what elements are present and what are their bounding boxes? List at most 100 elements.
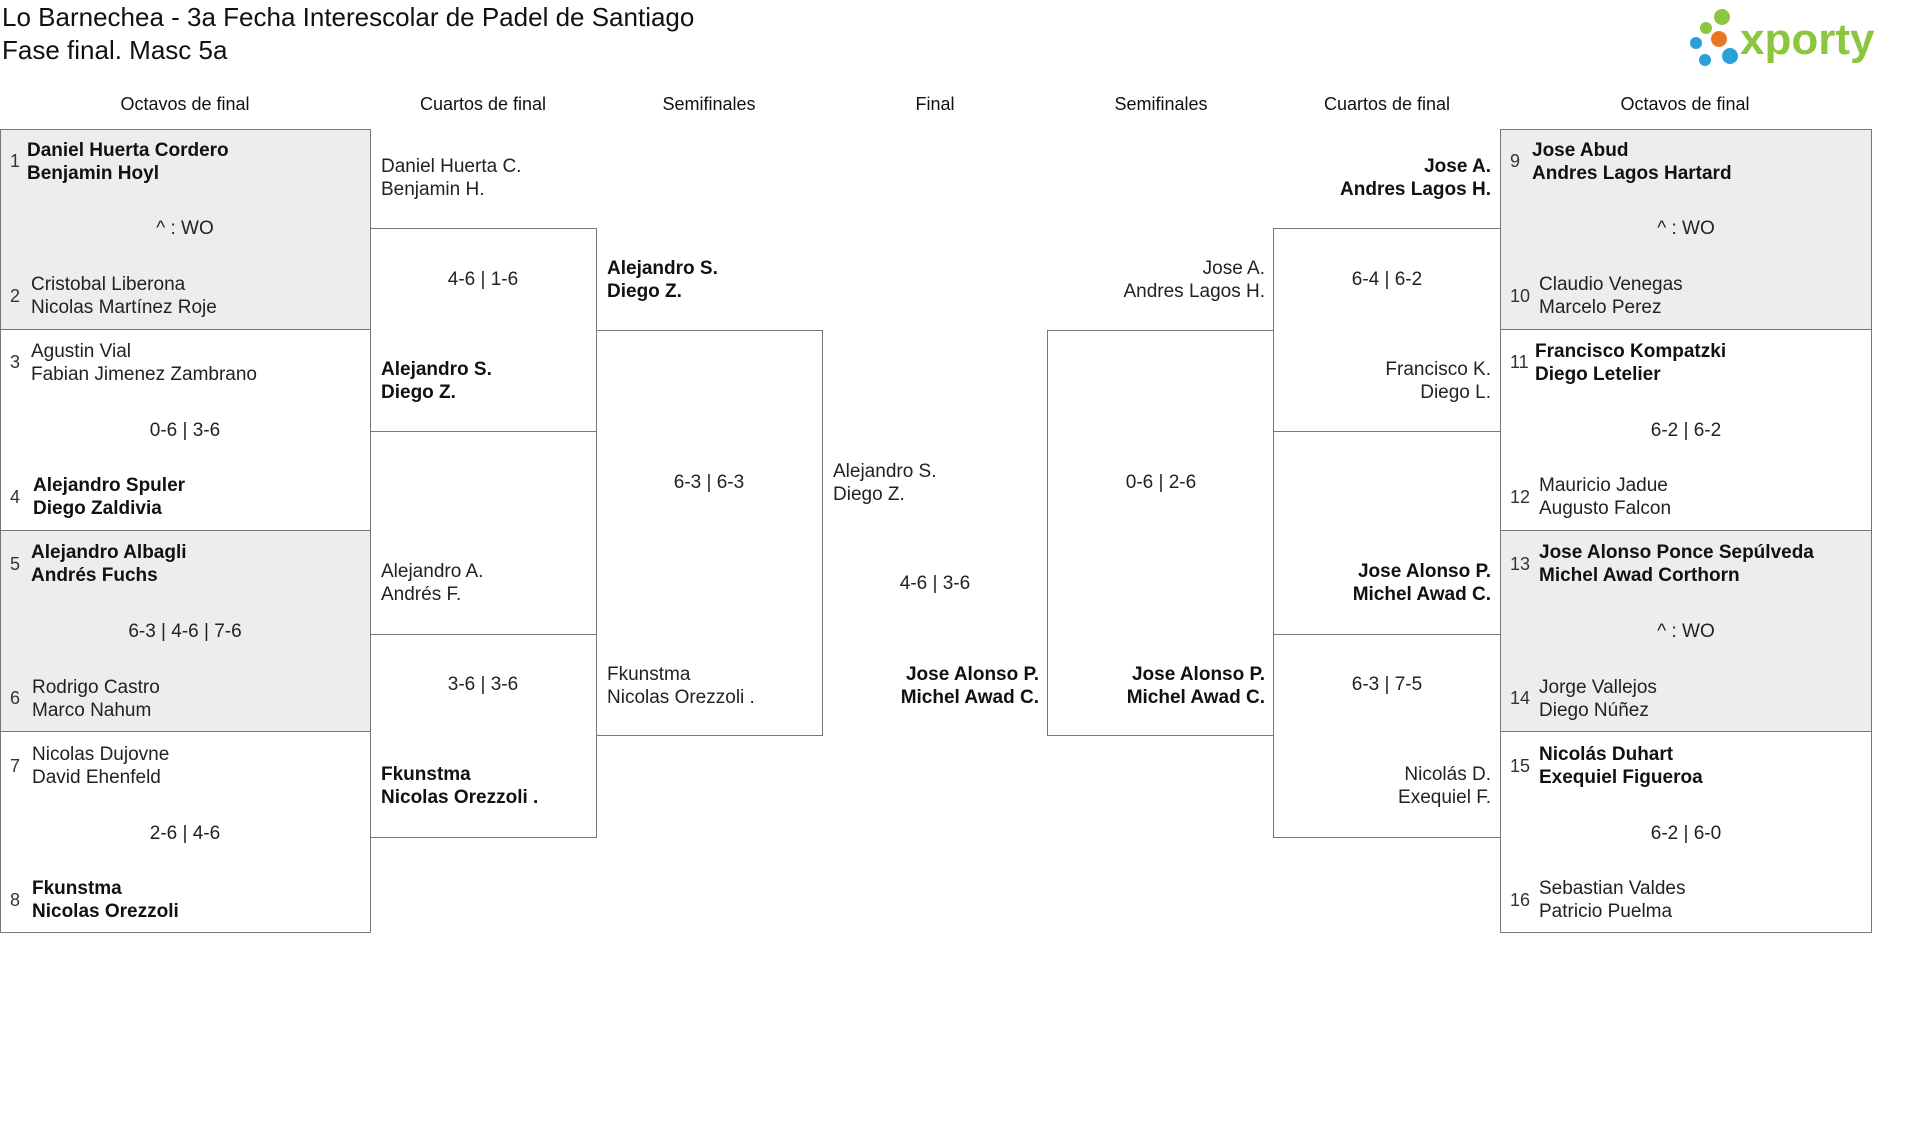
player-name: Diego L. — [1420, 382, 1491, 403]
player-name: Andres Lagos H. — [1340, 179, 1491, 200]
seed-number: 2 — [10, 286, 21, 306]
player-name: Agustin Vial — [31, 341, 131, 362]
col-right-octavos: Octavos de final — [1620, 94, 1750, 114]
col-right-semis: Semifinales — [1114, 94, 1208, 114]
player-name: Jorge Vallejos — [1539, 677, 1657, 698]
seed-number: 14 — [1510, 688, 1531, 708]
player-name: Michel Awad Corthorn — [1539, 565, 1740, 586]
col-left-semis: Semifinales — [662, 94, 756, 114]
match-score: 0-6 | 3-6 — [149, 420, 221, 441]
player-name: Jose A. — [1424, 156, 1491, 177]
player-name: Nicolás D. — [1404, 764, 1491, 785]
player-name: Alejandro Spuler — [33, 475, 186, 496]
match-box-lqf-2[interactable] — [370, 634, 597, 838]
match-score: 6-2 | 6-2 — [1650, 420, 1722, 441]
player-name: Daniel Huerta C. — [381, 156, 522, 177]
player-name: Diego Z. — [607, 281, 682, 302]
player-name: Nicolas Orezzoli — [32, 901, 179, 922]
player-name: Rodrigo Castro — [32, 677, 160, 698]
match-score: 6-3 | 4-6 | 7-6 — [128, 621, 242, 642]
player-name: Jose Alonso P. — [905, 664, 1039, 685]
seed-number: 13 — [1510, 554, 1531, 574]
player-name: Patricio Puelma — [1539, 901, 1673, 922]
player-name: Alejandro S. — [833, 461, 937, 482]
player-name: Diego Zaldivia — [33, 498, 162, 519]
player-name: David Ehenfeld — [32, 767, 161, 788]
player-name: Jose A. — [1202, 258, 1265, 279]
player-name: Exequiel Figueroa — [1539, 767, 1703, 788]
seed-number: 4 — [10, 487, 21, 507]
player-name: Claudio Venegas — [1539, 274, 1683, 295]
match-score: 6-3 | 6-3 — [673, 472, 745, 493]
player-name: Jose Alonso P. — [1131, 664, 1265, 685]
seed-number: 12 — [1510, 487, 1531, 507]
player-name: Michel Awad C. — [1126, 687, 1265, 708]
player-name: Michel Awad C. — [900, 687, 1039, 708]
match-score: ^ : WO — [1657, 218, 1715, 239]
seed-number: 8 — [10, 890, 21, 910]
player-name: Diego Núñez — [1539, 700, 1649, 721]
match-box-r16-4[interactable] — [1500, 731, 1872, 933]
player-name: Andres Lagos H. — [1123, 281, 1265, 302]
match-score: 4-6 | 1-6 — [447, 269, 519, 290]
seed-number: 5 — [10, 554, 21, 574]
col-final: Final — [915, 94, 955, 114]
player-name: Diego Z. — [381, 382, 456, 403]
match-score: 2-6 | 4-6 — [149, 823, 221, 844]
player-name: Fkunstma — [32, 878, 122, 899]
seed-number: 10 — [1510, 286, 1531, 306]
col-left-octavos: Octavos de final — [120, 94, 250, 114]
player-name: Francisco Kompatzki — [1535, 341, 1727, 362]
player-name: Diego Letelier — [1535, 364, 1661, 385]
player-name: Jose Alonso Ponce Sepúlveda — [1539, 542, 1814, 563]
match-score: 6-4 | 6-2 — [1351, 269, 1423, 290]
player-name: Benjamin Hoyl — [27, 163, 159, 184]
match-score: 6-2 | 6-0 — [1650, 823, 1722, 844]
seed-number: 7 — [10, 756, 21, 776]
player-name: Jose Alonso P. — [1357, 561, 1491, 582]
player-name: Nicolas Orezzoli . — [381, 787, 539, 808]
seed-number: 3 — [10, 352, 21, 372]
player-name: Michel Awad C. — [1352, 584, 1491, 605]
player-name: Nicolas Dujovne — [32, 744, 170, 765]
player-name: Fkunstma — [607, 664, 691, 685]
logo-text: xporty — [1740, 15, 1875, 64]
player-name: Diego Z. — [833, 484, 905, 505]
xporty-logo-icon: xporty — [1690, 9, 1875, 66]
match-box-l16-3[interactable] — [0, 530, 371, 732]
xporty-logo[interactable]: xporty — [1682, 6, 1912, 75]
col-left-cuartos: Cuartos de final — [419, 94, 547, 114]
player-name: Andrés Fuchs — [31, 565, 158, 586]
match-score: 3-6 | 3-6 — [447, 674, 519, 695]
match-score: 6-3 | 7-5 — [1351, 674, 1423, 695]
col-right-cuartos: Cuartos de final — [1323, 94, 1451, 114]
seed-number: 15 — [1510, 756, 1531, 776]
player-name: Cristobal Liberona — [31, 274, 186, 295]
player-name: Augusto Falcon — [1539, 498, 1672, 519]
match-score: 0-6 | 2-6 — [1125, 472, 1197, 493]
player-name: Daniel Huerta Cordero — [27, 140, 229, 161]
seed-number: 16 — [1510, 890, 1531, 910]
player-name: Jose Abud — [1532, 140, 1629, 161]
player-name: Andres Lagos Hartard — [1532, 163, 1732, 184]
player-name: Nicolas Orezzoli . — [607, 687, 755, 708]
match-box-lsf[interactable] — [596, 330, 823, 736]
player-name: Fkunstma — [381, 764, 471, 785]
player-name: Sebastian Valdes — [1539, 878, 1686, 899]
match-box-l16-1[interactable] — [0, 129, 371, 330]
player-name: Nicolás Duhart — [1539, 744, 1674, 765]
match-score: ^ : WO — [1657, 621, 1715, 642]
phase-subtitle: Fase final. Masc 5a — [2, 35, 228, 65]
tournament-title: Lo Barnechea - 3a Fecha Interescolar de … — [2, 2, 695, 32]
seed-number: 6 — [10, 688, 21, 708]
match-box-r16-1[interactable] — [1500, 129, 1872, 330]
seed-number: 1 — [10, 151, 21, 171]
match-box-rsf[interactable] — [1047, 330, 1274, 736]
player-name: Mauricio Jadue — [1539, 475, 1668, 496]
player-name: Alejandro A. — [381, 561, 484, 582]
player-name: Marcelo Perez — [1539, 297, 1662, 318]
player-name: Fabian Jimenez Zambrano — [31, 364, 257, 385]
player-name: Andrés F. — [381, 584, 462, 605]
match-score: ^ : WO — [156, 218, 214, 239]
final-score: 4-6 | 3-6 — [899, 573, 971, 594]
